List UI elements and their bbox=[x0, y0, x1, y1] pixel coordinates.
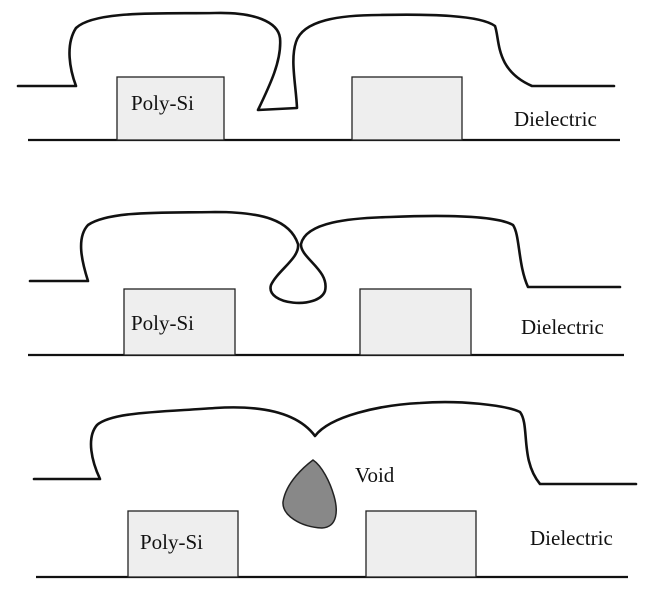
poly-si-gate-right-top bbox=[351, 76, 463, 141]
poly-si-gate-left-top bbox=[116, 76, 225, 141]
poly-si-gate-left-middle bbox=[123, 288, 236, 356]
poly-si-gate-left-bottom bbox=[127, 510, 239, 578]
dielectric-film-top bbox=[16, 11, 616, 112]
panel-bottom: Void Poly-Si Dielectric bbox=[32, 400, 638, 579]
dielectric-label-bottom: Dielectric bbox=[530, 526, 613, 550]
poly-si-label-middle: Poly-Si bbox=[131, 311, 194, 335]
poly-si-gate-right-bottom bbox=[365, 510, 477, 578]
dielectric-film-middle bbox=[28, 210, 622, 305]
void-label: Void bbox=[355, 463, 395, 487]
dielectric-film-bottom bbox=[32, 400, 638, 486]
poly-si-label-bottom: Poly-Si bbox=[140, 530, 203, 554]
poly-si-gate-right-middle bbox=[359, 288, 472, 356]
dielectric-label-middle: Dielectric bbox=[521, 315, 604, 339]
dielectric-label-top: Dielectric bbox=[514, 107, 597, 131]
poly-si-label-top: Poly-Si bbox=[131, 91, 194, 115]
panel-middle: Poly-Si Dielectric bbox=[28, 210, 624, 357]
void-shape bbox=[282, 459, 337, 529]
panel-top: Poly-Si Dielectric bbox=[16, 11, 620, 142]
